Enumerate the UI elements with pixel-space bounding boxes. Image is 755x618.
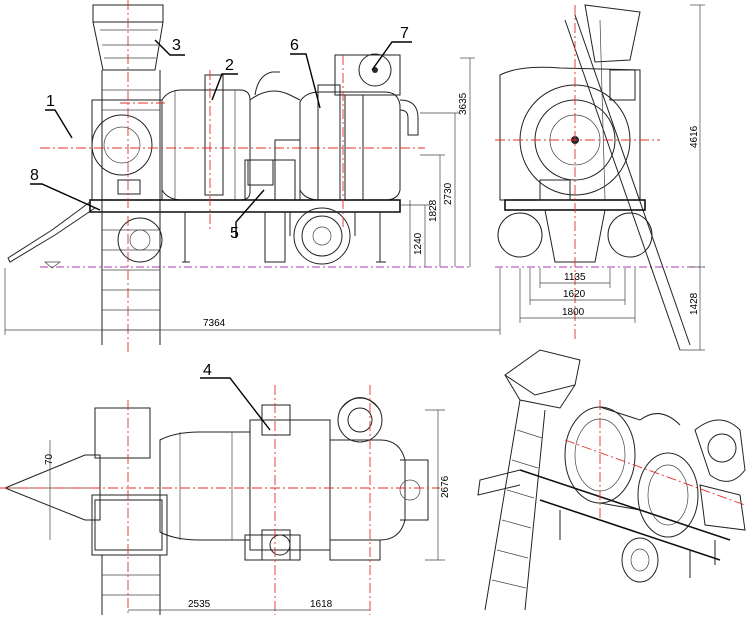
leader-5 — [235, 189, 265, 238]
dim-2730: 2730 — [443, 182, 454, 205]
dim-2676: 2676 — [440, 475, 451, 498]
callout-8: 8 — [30, 167, 39, 184]
dim-1618: 1618 — [310, 599, 333, 610]
dim-1828: 1828 — [428, 199, 439, 222]
leader-4 — [200, 377, 271, 431]
callout-7: 7 — [400, 25, 409, 42]
callout-6: 6 — [290, 37, 299, 54]
callout-1: 1 — [46, 93, 55, 110]
dim-70: 70 — [44, 453, 55, 465]
dim-1135: 1135 — [564, 272, 586, 283]
dim-1620: 1620 — [563, 289, 586, 300]
leader-2 — [211, 73, 238, 101]
leader-6 — [290, 53, 321, 109]
end-elevation-view: 1135 1620 1800 4616 1428 — [495, 4, 705, 351]
isometric-view — [477, 349, 746, 611]
ground-symbol — [44, 261, 62, 269]
callout-3: 3 — [172, 37, 181, 54]
callout-4: 4 — [203, 362, 212, 379]
dim-7364: 7364 — [203, 318, 226, 329]
dim-1800: 1800 — [562, 307, 585, 318]
dim-4616: 4616 — [689, 125, 700, 148]
dim-1240: 1240 — [413, 232, 424, 255]
callout-5: 5 — [230, 225, 239, 242]
leader-7 — [371, 41, 412, 71]
plan-view: 70 — [0, 362, 451, 615]
callout-2: 2 — [225, 57, 234, 74]
leader-3 — [154, 39, 185, 56]
leader-1 — [45, 109, 73, 139]
dim-1428: 1428 — [689, 292, 700, 315]
dim-3635: 3635 — [458, 92, 469, 115]
leader-8 — [30, 183, 101, 211]
side-elevation-view: 3635 2730 1828 1240 7364 1 2 3 5 6 7 8 — [4, 0, 501, 355]
dim-2535: 2535 — [188, 599, 211, 610]
